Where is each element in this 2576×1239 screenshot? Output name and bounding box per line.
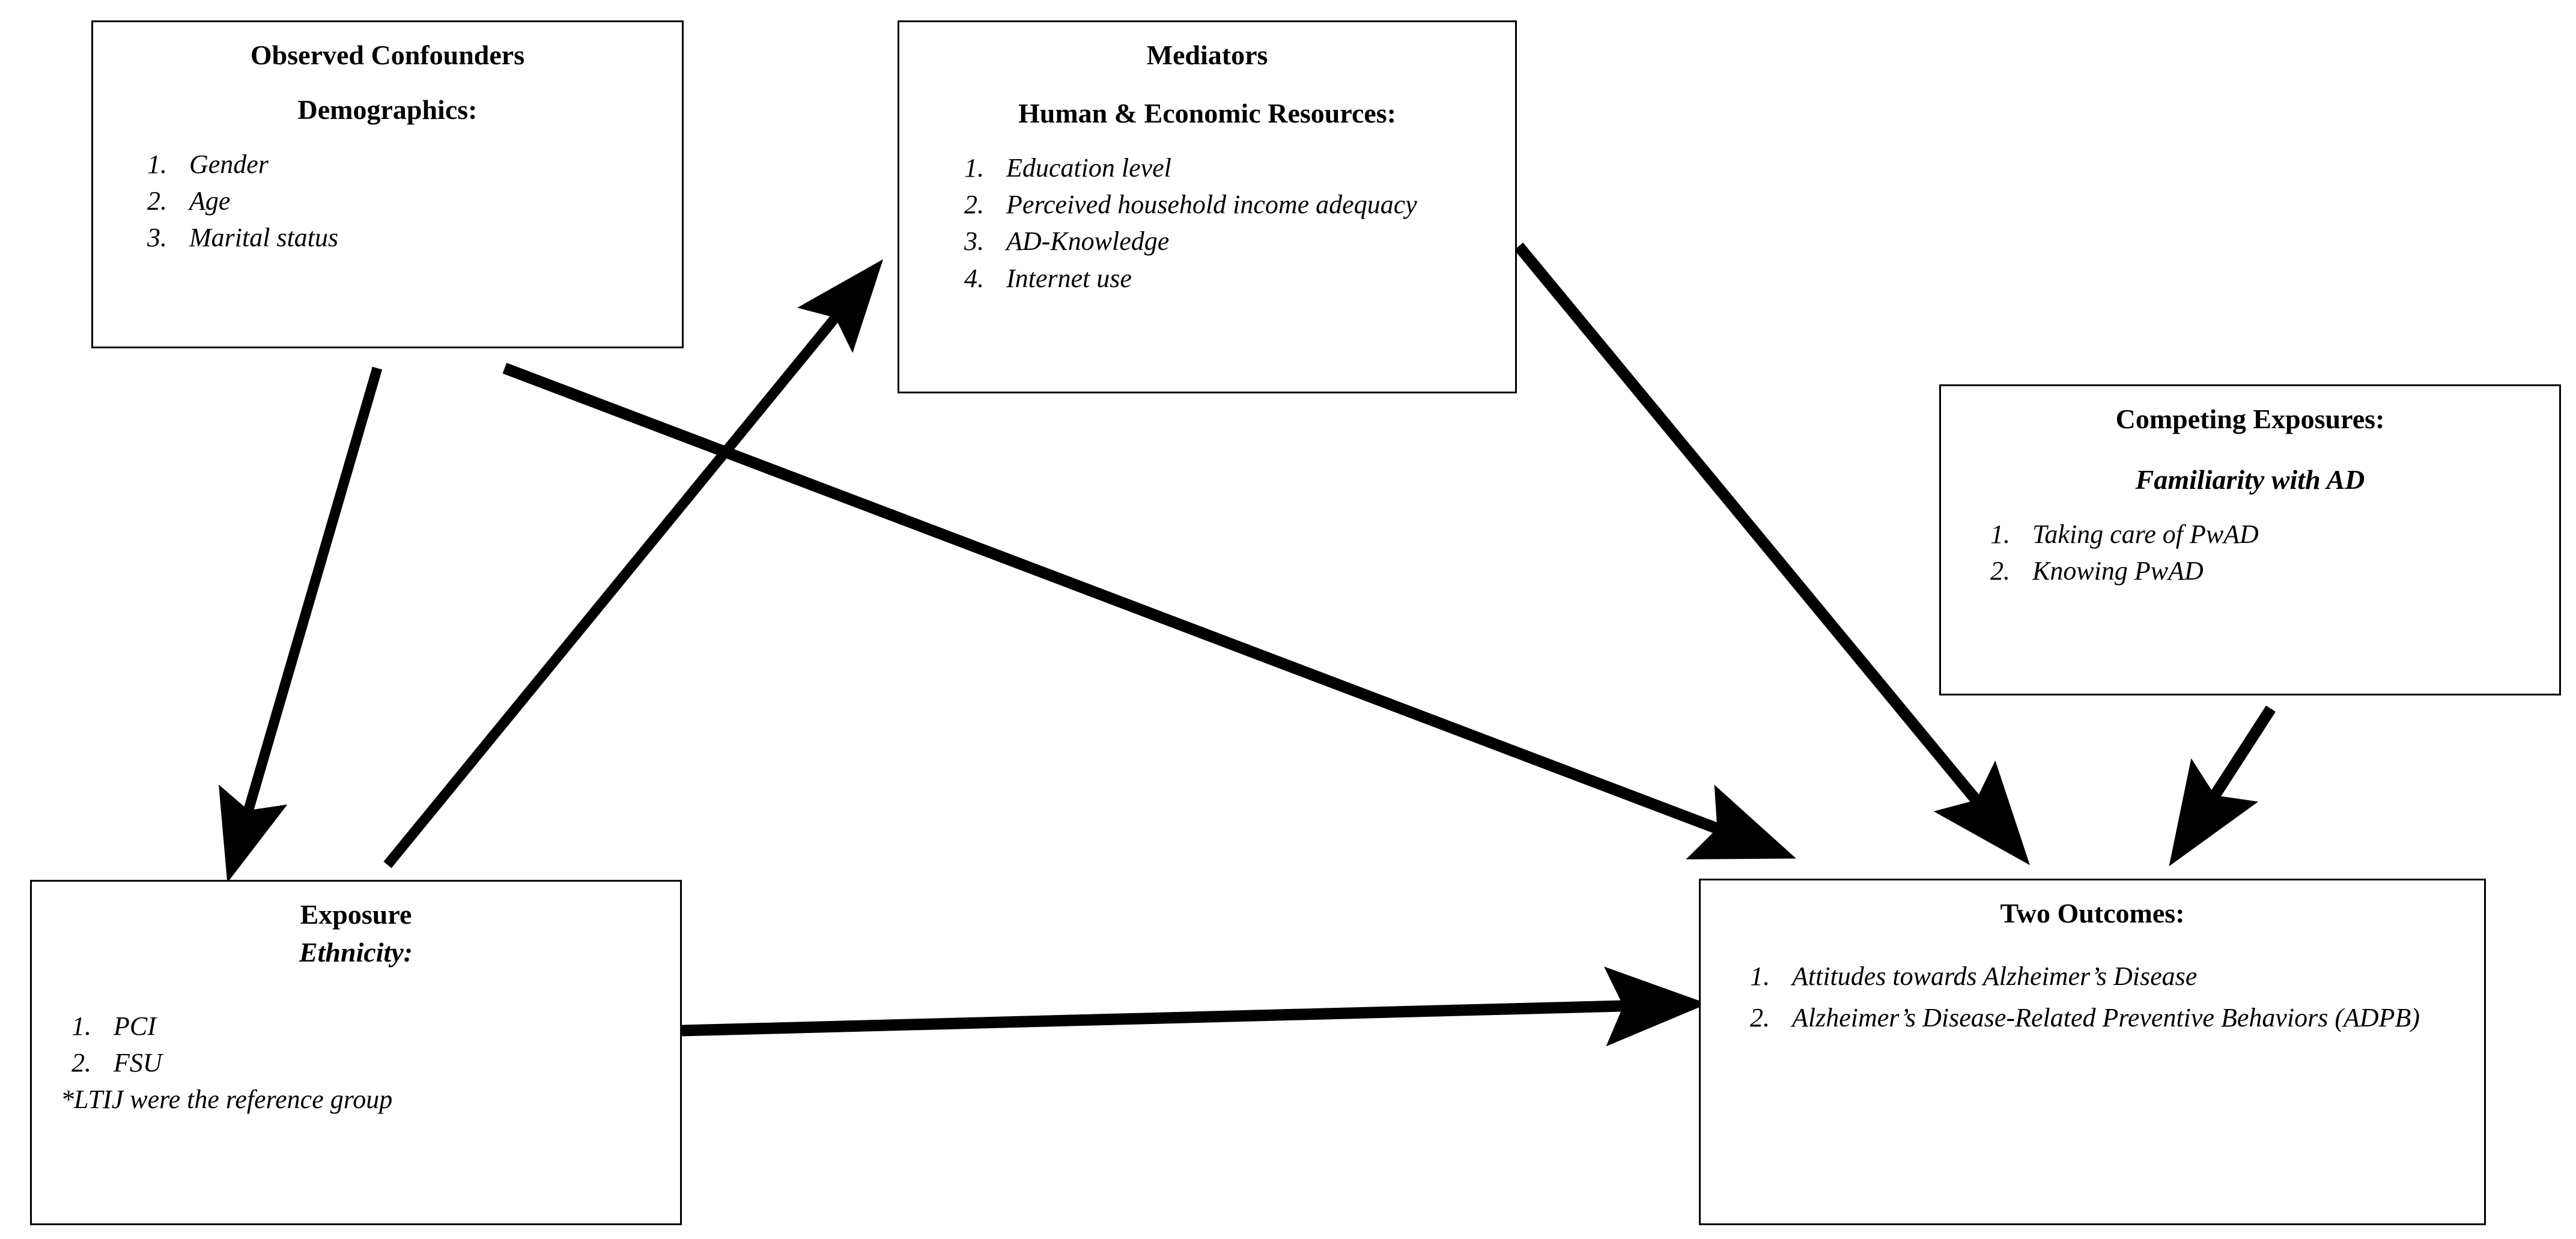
node-subtitle: Ethnicity: <box>299 937 413 968</box>
list-item: Knowing PwAD <box>2017 554 2541 588</box>
list-item: Perceived household income adequacy <box>991 187 1497 222</box>
node-item-list: Education level Perceived household inco… <box>917 151 1497 295</box>
node-item-list: Gender Age Marital status <box>111 147 664 255</box>
node-title: Two Outcomes: <box>2000 898 2185 928</box>
list-item: FSU <box>98 1046 662 1080</box>
list-item: AD-Knowledge <box>991 224 1497 258</box>
edge-confounders-to-outcomes <box>502 363 1796 859</box>
list-item: Taking care of PwAD <box>2017 517 2541 551</box>
reference-group-note: *LTIJ were the reference group <box>61 1085 393 1115</box>
node-mediators: Mediators Human & Economic Resources: Ed… <box>898 20 1517 393</box>
node-title: Observed Confounders <box>250 40 525 70</box>
edge-competing-to-outcomes <box>2169 705 2276 867</box>
node-item-list: Attitudes towards Alzheimer’s Disease Al… <box>1719 959 2466 1035</box>
node-subtitle: Human & Economic Resources: <box>1018 98 1397 129</box>
node-two-outcomes: Two Outcomes: Attitudes towards Alzheime… <box>1699 879 2486 1225</box>
list-item: Alzheimer’s Disease-Related Preventive B… <box>1776 1001 2466 1035</box>
node-exposure: Exposure Ethnicity: PCI FSU *LTIJ were t… <box>30 880 682 1225</box>
node-subtitle: Familiarity with AD <box>2135 464 2365 495</box>
node-title: Exposure <box>300 899 412 930</box>
edge-confounders-to-exposure <box>219 366 383 883</box>
list-item: PCI <box>98 1009 662 1043</box>
list-item: Attitudes towards Alzheimer’s Disease <box>1776 959 2466 993</box>
node-item-list: PCI FSU <box>50 1009 662 1080</box>
node-title: Competing Exposures: <box>2115 404 2385 434</box>
list-item: Education level <box>991 151 1497 185</box>
list-item: Internet use <box>991 261 1497 295</box>
edge-exposure-to-outcomes <box>681 966 1708 1047</box>
node-competing-exposures: Competing Exposures: Familiarity with AD… <box>1939 384 2561 695</box>
edge-exposure-to-mediators <box>383 259 884 868</box>
list-item: Age <box>174 184 664 218</box>
node-subtitle: Demographics: <box>297 94 478 126</box>
list-item: Gender <box>174 147 664 181</box>
node-item-list: Taking care of PwAD Knowing PwAD <box>1959 517 2541 588</box>
node-title: Mediators <box>1146 40 1268 70</box>
node-observed-confounders: Observed Confounders Demographics: Gende… <box>91 20 684 348</box>
list-item: Marital status <box>174 220 664 255</box>
